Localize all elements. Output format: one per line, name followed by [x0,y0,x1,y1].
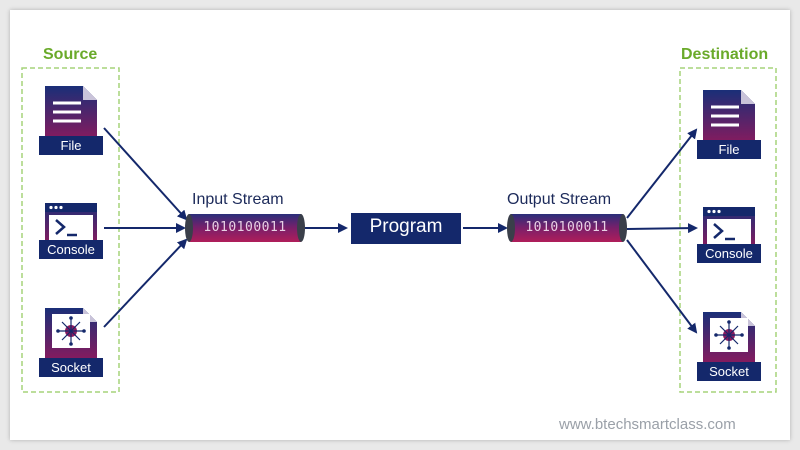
program-label: Program [369,216,443,237]
destination-file-label: File [718,142,740,157]
arrow-socket-to-input [103,238,188,328]
source-title: Source [43,46,98,63]
watermark: www.btechsmartclass.com [559,416,736,433]
output-stream-label: Output Stream [507,191,612,208]
source-group-box [21,67,120,393]
input-stream-pipe [185,214,305,242]
source-socket-icon [39,308,103,377]
flow-arrows [103,127,698,334]
destination-console-label: Console [705,246,753,261]
arrow-output-to-socket [626,239,698,334]
destination-socket-label: Socket [709,364,749,379]
arrow-file-to-input [103,127,188,221]
source-socket-label: Socket [51,360,91,375]
input-stream-label: Input Stream [192,191,284,208]
source-file-label: File [60,138,82,153]
arrow-output-to-file [626,128,698,219]
destination-console-icon [697,207,761,263]
source-file-icon [39,86,103,155]
destination-socket-icon [697,312,761,381]
destination-title: Destination [681,46,769,63]
destination-group-box [679,67,777,393]
input-stream-bits: 1010100011 [203,220,287,235]
source-console-label: Console [47,242,95,257]
program-box [351,213,461,244]
destination-file-icon [697,90,761,159]
source-console-icon [39,203,103,259]
output-stream-bits: 1010100011 [525,220,609,235]
output-stream-pipe [507,214,627,242]
arrow-output-to-console [626,223,698,234]
